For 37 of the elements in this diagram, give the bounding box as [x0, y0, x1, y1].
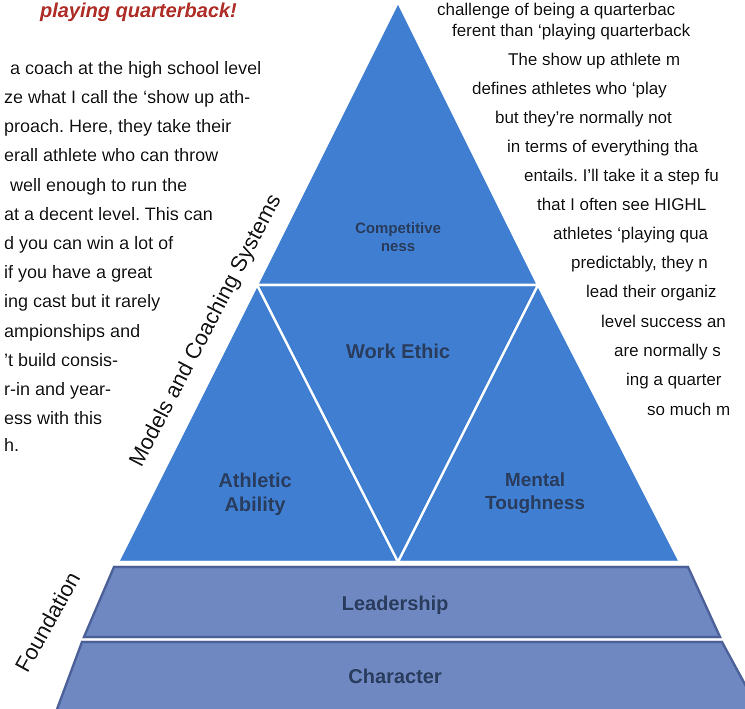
body-text-line: ferent than ‘playing quarterback: [452, 21, 690, 41]
body-text-line: that I often see HIGHL: [537, 195, 706, 215]
body-text-line: ampionships and: [4, 321, 140, 342]
section-label: Leadership: [340, 592, 450, 616]
body-text-line: erall athlete who can throw: [4, 145, 218, 166]
body-text-line: at a decent level. This can: [4, 204, 213, 225]
body-text-line: so much m: [647, 400, 730, 420]
section-label: Work Ethic: [344, 340, 452, 364]
section-label: Mental Toughness: [484, 470, 586, 516]
section-label: Athletic Ability: [217, 469, 293, 517]
body-text-line: The show up athlete m: [508, 50, 680, 70]
body-text-line: defines athletes who ‘play: [472, 79, 667, 99]
body-text-line: h.: [4, 435, 20, 456]
body-text-line: ze what I call the ‘show up ath-: [4, 87, 250, 108]
body-text-line: entails. I’ll take it a step fu: [524, 166, 719, 186]
body-text-line: proach. Here, they take their: [4, 116, 232, 137]
body-text-line: r-in and year-: [4, 379, 112, 400]
body-text-line: d you can win a lot of: [4, 233, 174, 254]
body-text-line: if you have a great: [4, 262, 152, 283]
body-text-line: lead their organiz: [586, 282, 716, 302]
body-text-line: ing cast but it rarely: [4, 291, 160, 312]
section-label: Character: [347, 665, 443, 689]
body-text-line: athletes ‘playing qua: [553, 224, 708, 244]
body-text-line: ing a quarter: [626, 370, 722, 390]
body-text-line: in terms of everything tha: [507, 137, 698, 157]
body-text-line: ess with this: [4, 408, 102, 429]
body-text-line: challenge of being a quarterbac: [437, 0, 676, 20]
body-text-line: well enough to run the: [10, 175, 188, 196]
body-text-line: a coach at the high school level: [10, 58, 262, 79]
heading: playing quarterback!: [40, 0, 237, 23]
section-label: Competitive ness: [354, 220, 442, 256]
body-text-line: are normally s: [614, 341, 721, 361]
body-text-line: ’t build consis-: [4, 350, 118, 371]
body-text-line: but they’re normally not: [495, 108, 672, 128]
body-text-line: predictably, they n: [571, 253, 708, 273]
pyramid-band: [84, 567, 720, 637]
body-text-line: level success an: [601, 312, 726, 332]
